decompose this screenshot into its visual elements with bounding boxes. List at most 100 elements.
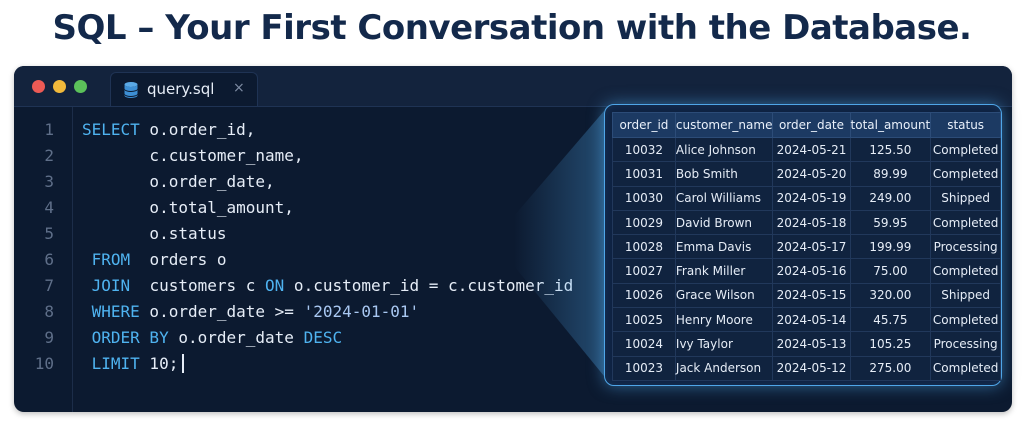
- sql-keyword: ON: [265, 276, 285, 295]
- line-number: 7: [44, 276, 54, 295]
- tab-close-icon[interactable]: ×: [233, 80, 245, 96]
- code-line: FROM orders o: [82, 250, 227, 269]
- table-row: 10027 Frank Miller 2024-05-16 75.00 Comp…: [612, 258, 1001, 284]
- line-number: 10: [34, 354, 54, 373]
- sql-string: '2024-01-01': [303, 302, 420, 321]
- cell-status: Completed: [930, 136, 1001, 163]
- table-row: 10031 Bob Smith 2024-05-20 89.99 Complet…: [612, 161, 1001, 187]
- table-row: 10028 Emma Davis 2024-05-17 199.99 Proce…: [612, 234, 1001, 260]
- line-number-gutter: 1 2 3 4 5 6 7 8 9 10: [14, 107, 73, 412]
- cell-order-date: 2024-05-15: [772, 282, 851, 309]
- cell-customer-name: Emma Davis: [674, 234, 774, 260]
- cell-customer-name: Alice Johnson: [674, 136, 774, 163]
- cell-order-id: 10023: [612, 355, 676, 381]
- result-panel: order_id customer_name order_date total_…: [604, 104, 1002, 386]
- cell-customer-name: Frank Miller: [674, 258, 774, 284]
- sql-keyword: SELECT: [82, 120, 140, 139]
- code-text: o.order_date: [168, 328, 304, 347]
- minimize-window-button[interactable]: [53, 80, 66, 93]
- sql-keyword: JOIN: [82, 276, 131, 295]
- line-number: 3: [44, 172, 54, 191]
- cell-order-id: 10025: [612, 307, 676, 333]
- cell-order-id: 10029: [612, 209, 676, 236]
- sql-keyword: FROM: [82, 250, 131, 269]
- cell-total-amount: 125.50: [849, 136, 932, 163]
- table-row: 10024 Ivy Taylor 2024-05-13 105.25 Proce…: [612, 331, 1001, 357]
- cell-total-amount: 320.00: [849, 282, 932, 309]
- tab-query-sql[interactable]: query.sql ×: [110, 72, 258, 106]
- code-text: o.order_date,: [82, 172, 275, 191]
- cell-total-amount: 45.75: [849, 307, 932, 333]
- title-bar: query.sql ×: [14, 66, 1012, 107]
- cell-status: Completed: [930, 209, 1001, 236]
- code-text: o.total_amount,: [82, 198, 294, 217]
- cell-total-amount: 89.99: [849, 161, 932, 187]
- code-text: orders o: [130, 250, 227, 269]
- code-text: o.order_id,: [139, 120, 256, 139]
- code-line: WHERE o.order_date >= '2024-01-01': [82, 302, 420, 321]
- line-number: 8: [44, 302, 54, 321]
- page-title: SQL – Your First Conversation with the D…: [52, 8, 972, 48]
- cell-order-date: 2024-05-19: [772, 185, 851, 211]
- tab-label: query.sql: [147, 80, 215, 98]
- cell-status: Completed: [930, 258, 1001, 284]
- column-header-order-id[interactable]: order_id: [612, 112, 676, 138]
- cell-status: Shipped: [930, 282, 1001, 309]
- cell-order-id: 10032: [612, 136, 676, 163]
- cell-total-amount: 275.00: [849, 355, 932, 381]
- cell-total-amount: 199.99: [849, 234, 932, 260]
- table-row: 10025 Henry Moore 2024-05-14 45.75 Compl…: [612, 307, 1001, 333]
- cell-order-date: 2024-05-13: [772, 331, 851, 357]
- maximize-window-button[interactable]: [74, 80, 87, 93]
- database-icon: [123, 81, 139, 99]
- cell-customer-name: Henry Moore: [674, 307, 774, 333]
- code-text: 10;: [139, 354, 179, 373]
- cell-order-date: 2024-05-21: [772, 136, 851, 163]
- result-beam: [514, 111, 604, 376]
- code-line: c.customer_name,: [82, 146, 304, 165]
- code-text: c.customer_name,: [82, 146, 304, 165]
- sql-keyword: ORDER BY: [82, 328, 169, 347]
- cell-total-amount: 75.00: [849, 258, 932, 284]
- cell-customer-name: Jack Anderson: [674, 355, 774, 381]
- cell-status: Completed: [930, 161, 1001, 187]
- cell-order-id: 10031: [612, 161, 676, 187]
- code-line: ORDER BY o.order_date DESC: [82, 328, 342, 347]
- column-header-status[interactable]: status: [930, 112, 1001, 138]
- table-row: 10029 David Brown 2024-05-18 59.95 Compl…: [612, 209, 1001, 236]
- cell-status: Completed: [930, 355, 1001, 381]
- code-text: o.status: [82, 224, 227, 243]
- table-row: 10032 Alice Johnson 2024-05-21 125.50 Co…: [612, 136, 1001, 163]
- table-row: 10026 Grace Wilson 2024-05-15 320.00 Shi…: [612, 282, 1001, 309]
- cell-customer-name: Carol Williams: [674, 185, 774, 211]
- code-text: o.order_date >=: [139, 302, 304, 321]
- cell-status: Completed: [930, 307, 1001, 333]
- results-table: order_id customer_name order_date total_…: [612, 112, 1001, 381]
- sql-keyword: DESC: [303, 328, 343, 347]
- sql-keyword: LIMIT: [82, 354, 140, 373]
- cell-status: Shipped: [930, 185, 1001, 211]
- text-cursor: [182, 354, 185, 373]
- cell-customer-name: Grace Wilson: [674, 282, 774, 309]
- cell-customer-name: David Brown: [674, 209, 774, 236]
- cell-order-id: 10028: [612, 234, 676, 260]
- line-number: 9: [44, 328, 54, 347]
- code-line: LIMIT 10;: [82, 354, 185, 373]
- line-number: 1: [44, 120, 54, 139]
- cell-total-amount: 249.00: [849, 185, 932, 211]
- code-line: o.order_date,: [82, 172, 275, 191]
- code-line: SELECT o.order_id,: [82, 120, 255, 139]
- close-window-button[interactable]: [32, 80, 45, 93]
- line-number: 6: [44, 250, 54, 269]
- cell-order-id: 10030: [612, 185, 676, 211]
- cell-total-amount: 59.95: [849, 209, 932, 236]
- cell-order-date: 2024-05-18: [772, 209, 851, 236]
- cell-status: Processing: [930, 331, 1001, 357]
- code-line: o.status: [82, 224, 227, 243]
- column-header-customer-name[interactable]: customer_name: [674, 112, 774, 138]
- line-number: 4: [44, 198, 54, 217]
- column-header-order-date[interactable]: order_date: [772, 112, 851, 138]
- column-header-total-amount[interactable]: total_amount: [849, 112, 932, 138]
- cell-status: Processing: [930, 234, 1001, 260]
- cell-order-date: 2024-05-12: [772, 355, 851, 381]
